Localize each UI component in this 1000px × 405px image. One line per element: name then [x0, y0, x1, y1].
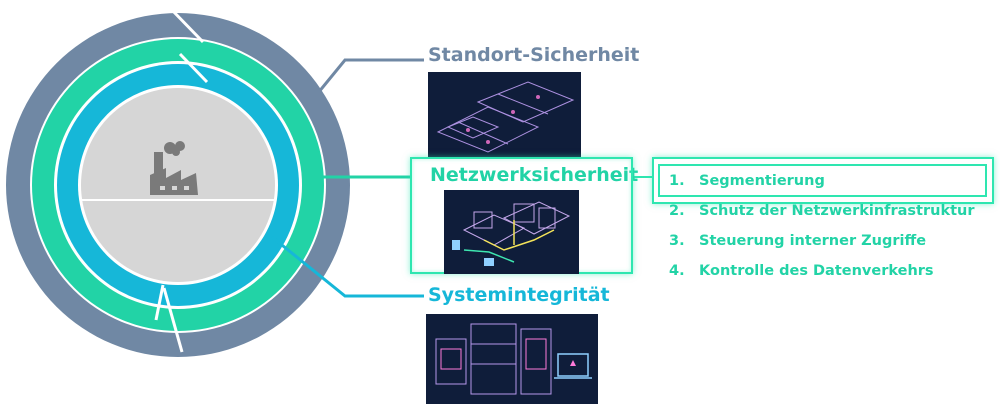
network-infrastructure-illustration: [444, 190, 579, 274]
connector-system: [271, 235, 424, 298]
connector-standort: [316, 58, 424, 94]
active-item-highlight: [658, 164, 987, 197]
list-highlight-frame: [652, 157, 994, 204]
system-hardware-illustration: [426, 314, 598, 404]
list-item-segmentierung: 1.Segmentierung: [669, 173, 825, 189]
title-standort-sicherheit: Standort-Sicherheit: [428, 44, 640, 66]
list-item-interne-zugriffe: 3.Steuerung interner Zugriffe: [669, 233, 927, 249]
title-netzwerksicherheit: Netzwerksicherheit: [430, 164, 639, 186]
facility-floorplan-illustration: [428, 72, 581, 158]
list-item-netzwerkinfrastruktur: 2.Schutz der Netzwerkinfrastruktur: [669, 203, 975, 219]
title-systemintegritaet: Systemintegrität: [428, 284, 610, 306]
list-item-datenverkehr: 4.Kontrolle des Datenverkehrs: [669, 263, 934, 279]
factory-icon: [150, 141, 198, 195]
